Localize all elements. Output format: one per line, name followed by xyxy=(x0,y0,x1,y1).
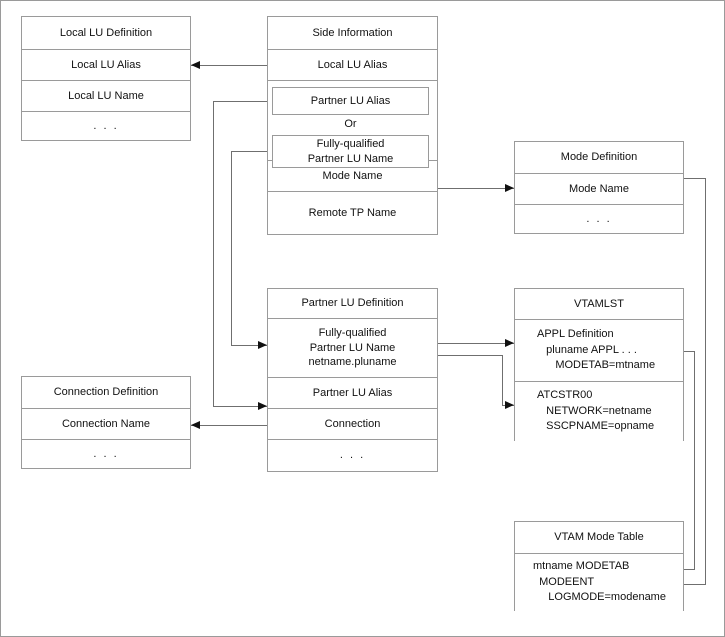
box-side-information: Side Information Local LU Alias Mode Nam… xyxy=(267,16,438,235)
connection-definition-row-connection-name: Connection Name xyxy=(22,409,190,440)
connector-partner-alias-in xyxy=(213,406,267,407)
arrowhead-atcstr00 xyxy=(505,401,514,409)
connection-definition-header: Connection Definition xyxy=(22,377,190,409)
connection-definition-row-ellipsis: . . . xyxy=(22,440,190,468)
side-information-header: Side Information xyxy=(268,17,437,50)
local-lu-definition-row-local-lu-alias: Local LU Alias xyxy=(22,50,190,81)
local-lu-definition-row-local-lu-name: Local LU Name xyxy=(22,81,190,112)
connector-fq-to-appl xyxy=(438,343,514,344)
connector-fq-name-out xyxy=(231,151,269,152)
connector-fq-to-atcstr-out xyxy=(438,355,503,356)
connector-modetab-vertical xyxy=(694,351,695,569)
side-information-row-local-lu-alias: Local LU Alias xyxy=(268,50,437,81)
connector-modetab-in xyxy=(673,569,695,570)
connector-partner-alias-out xyxy=(213,101,269,102)
box-vtam-mode-table: VTAM Mode Table mtname MODETAB MODEENT L… xyxy=(514,521,684,611)
vtam-mode-table-header: VTAM Mode Table xyxy=(515,522,683,554)
local-lu-definition-header: Local LU Definition xyxy=(22,17,190,50)
arrowhead-local-lu-alias xyxy=(191,61,200,69)
side-information-row-remote-tp-name: Remote TP Name xyxy=(268,192,437,234)
connector-fq-to-atcstr-vertical xyxy=(502,355,503,405)
connector-mode-def-vertical xyxy=(705,178,706,584)
box-mode-definition: Mode Definition Mode Name . . . xyxy=(514,141,684,234)
box-connection-definition: Connection Definition Connection Name . … xyxy=(21,376,191,469)
mode-definition-row-mode-name: Mode Name xyxy=(515,174,683,205)
mode-definition-header: Mode Definition xyxy=(515,142,683,174)
connector-modetab-out xyxy=(684,351,695,352)
arrowhead-appl-definition xyxy=(505,339,514,347)
vtamlst-atcstr00: ATCSTR00 NETWORK=netname SSCPNAME=opname xyxy=(515,382,683,441)
partner-lu-definition-row-partner-lu-alias: Partner LU Alias xyxy=(268,378,437,409)
side-information-or-label: Or xyxy=(344,118,357,130)
mode-definition-row-ellipsis: . . . xyxy=(515,205,683,233)
side-information-partner-lu-alias-box: Partner LU Alias xyxy=(272,87,429,115)
connector-fq-name-in xyxy=(231,345,267,346)
connector-mode-def-in xyxy=(673,584,706,585)
partner-lu-definition-row-connection: Connection xyxy=(268,409,437,440)
arrowhead-mode-name xyxy=(505,184,514,192)
partner-lu-definition-header: Partner LU Definition xyxy=(268,289,437,319)
connector-partner-alias-vertical xyxy=(213,101,214,406)
vtamlst-header: VTAMLST xyxy=(515,289,683,320)
partner-lu-definition-row-fq-name: Fully-qualified Partner LU Name netname.… xyxy=(268,319,437,378)
vtamlst-appl-definition: APPL Definition pluname APPL . . . MODET… xyxy=(515,320,683,382)
vtam-mode-table-body: mtname MODETAB MODEENT LOGMODE=modename xyxy=(515,554,683,611)
connector-mode-name xyxy=(438,188,514,189)
side-information-fully-qualified-partner-lu-name-box: Fully-qualified Partner LU Name xyxy=(272,135,429,168)
arrowhead-fq-partner-lu-name xyxy=(258,341,267,349)
connector-fq-name-vertical xyxy=(231,151,232,345)
partner-lu-definition-row-ellipsis: . . . xyxy=(268,440,437,471)
connector-mode-def-out xyxy=(684,178,706,179)
arrowhead-connection-name xyxy=(191,421,200,429)
arrowhead-partner-lu-alias xyxy=(258,402,267,410)
connector-side-alias-to-local-alias xyxy=(191,65,267,66)
box-local-lu-definition: Local LU Definition Local LU Alias Local… xyxy=(21,16,191,141)
box-partner-lu-definition: Partner LU Definition Fully-qualified Pa… xyxy=(267,288,438,472)
local-lu-definition-row-ellipsis: . . . xyxy=(22,112,190,140)
connector-connection xyxy=(191,425,267,426)
box-vtamlst: VTAMLST APPL Definition pluname APPL . .… xyxy=(514,288,684,441)
